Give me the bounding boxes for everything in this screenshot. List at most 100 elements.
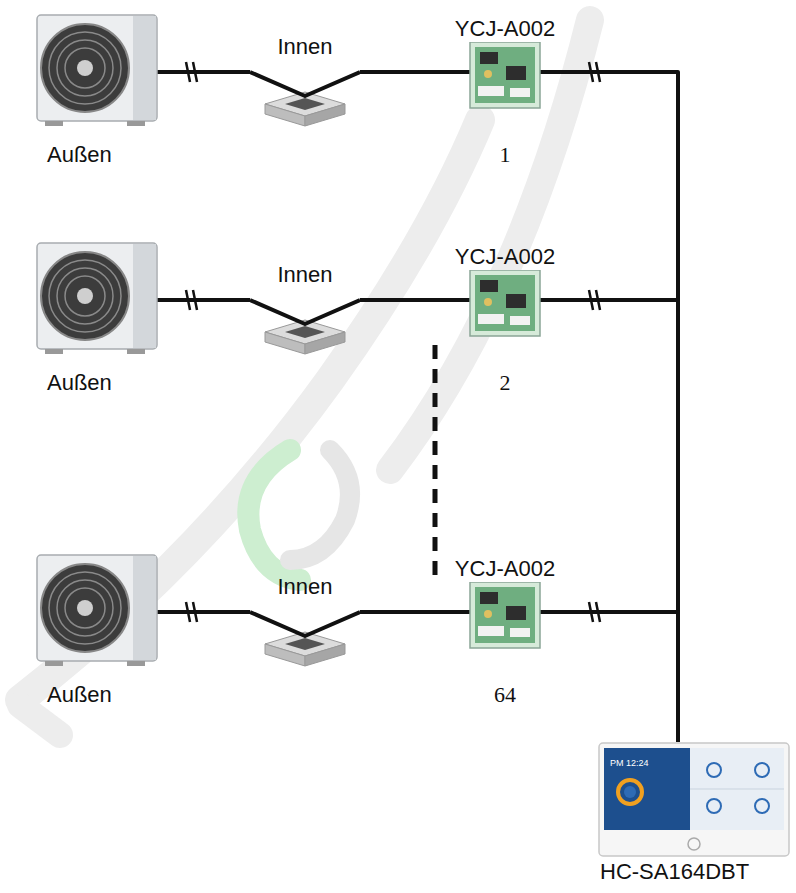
watermark-stroke [390, 20, 590, 470]
unit-label: Innen [277, 574, 332, 600]
menu-icon [707, 763, 721, 777]
pipe-connector [170, 70, 250, 74]
break-mark [596, 602, 600, 622]
fan-hub [77, 60, 93, 76]
controller-housing [599, 743, 789, 856]
callout-number: 64 [494, 682, 516, 708]
grille-ring [57, 580, 113, 636]
unit-foot [127, 661, 145, 666]
outdoor-unit: Außen [35, 238, 170, 396]
break-mark [589, 290, 593, 310]
grille-ring [65, 588, 105, 628]
board-frame [470, 582, 540, 648]
fan-grille [41, 564, 129, 652]
model-label: YCJ-A002 [455, 16, 555, 42]
side-panel [133, 556, 156, 660]
callout-number: 1 [500, 142, 511, 168]
unit-foot [45, 661, 63, 666]
capacitor [484, 70, 492, 78]
interface-board: YCJ-A002 2 [445, 244, 565, 396]
menu-icon [755, 799, 769, 813]
outdoor-unit-art [35, 550, 170, 670]
model-label: YCJ-A002 [455, 556, 555, 582]
text-slot: Innen [250, 34, 360, 60]
screen-divider [690, 789, 784, 790]
unit-housing [37, 243, 157, 349]
chip [480, 280, 498, 292]
pipe-v [250, 612, 360, 636]
break-mark [186, 62, 190, 82]
watermark-swirl [290, 450, 350, 560]
text-slot: YCJ-A002 [445, 16, 565, 42]
menu-icon [755, 763, 769, 777]
break-mark [193, 602, 197, 622]
screen-right [690, 748, 784, 830]
board-art [445, 270, 565, 342]
model-label: HC-SA164DBT [600, 859, 749, 885]
pcb [475, 275, 535, 331]
grille-ring [49, 260, 121, 332]
cassette-grille [285, 638, 325, 650]
text-slot: Innen [250, 574, 360, 600]
side-panel [133, 244, 156, 348]
fan-grille [41, 252, 129, 340]
text-slot: 1 [445, 142, 565, 168]
cassette-unit-art [250, 288, 360, 358]
central-controller: HC-SA164DBT PM 12:24 [598, 742, 790, 885]
text-slot: 2 [445, 370, 565, 396]
interface-board: YCJ-A002 1 [445, 16, 565, 168]
unit-foot [127, 349, 145, 354]
pipe-connector [360, 70, 445, 74]
terminal-block [478, 86, 504, 96]
indoor-unit: Innen [250, 34, 360, 130]
grille-ring [65, 276, 105, 316]
terminal-block [478, 626, 504, 636]
grille-ring [57, 268, 113, 324]
side-panel [133, 16, 156, 120]
pipe-v [250, 300, 360, 324]
terminal-block [510, 316, 530, 325]
cassette-grille [285, 98, 325, 110]
interface-board: YCJ-A002 64 [445, 556, 565, 708]
status-dot [624, 786, 636, 798]
grille-ring [49, 572, 121, 644]
outdoor-unit-art [35, 238, 170, 358]
outdoor-unit-art [35, 10, 170, 130]
board-art [445, 582, 565, 654]
pipe-stub [445, 70, 470, 74]
break-mark [193, 62, 197, 82]
board-frame [470, 42, 540, 108]
outdoor-unit: Außen [35, 10, 170, 168]
continuation-dashes [433, 345, 438, 582]
unit-label: Innen [277, 262, 332, 288]
grille-ring [65, 48, 105, 88]
unit-label: Außen [47, 682, 112, 708]
pipe-connector [565, 300, 678, 742]
terminal-block [478, 314, 504, 324]
pipe-stub [540, 70, 565, 74]
model-label: YCJ-A002 [455, 244, 555, 270]
fan-hub [77, 288, 93, 304]
indoor-unit: Innen [250, 574, 360, 670]
pipe-stub [540, 610, 565, 614]
chip [506, 66, 526, 80]
unit-label: Außen [47, 142, 112, 168]
break-mark [186, 290, 190, 310]
pipe-connector [360, 298, 445, 302]
pipe-stub [445, 298, 470, 302]
unit-label: Innen [277, 34, 332, 60]
text-slot: YCJ-A002 [445, 244, 565, 270]
break-mark [596, 62, 600, 82]
break-mark [193, 290, 197, 310]
text-slot: YCJ-A002 [445, 556, 565, 582]
unit-label: Außen [47, 370, 112, 396]
text-slot: Außen [35, 682, 170, 708]
text-slot: HC-SA164DBT [598, 859, 790, 885]
text-slot: Außen [35, 142, 170, 168]
text-slot: PM 12:24 [610, 752, 649, 770]
chip [506, 606, 526, 620]
pipe-stub [540, 298, 565, 302]
text-slot: 64 [445, 682, 565, 708]
watermark [20, 20, 590, 735]
screen-left [604, 748, 690, 830]
